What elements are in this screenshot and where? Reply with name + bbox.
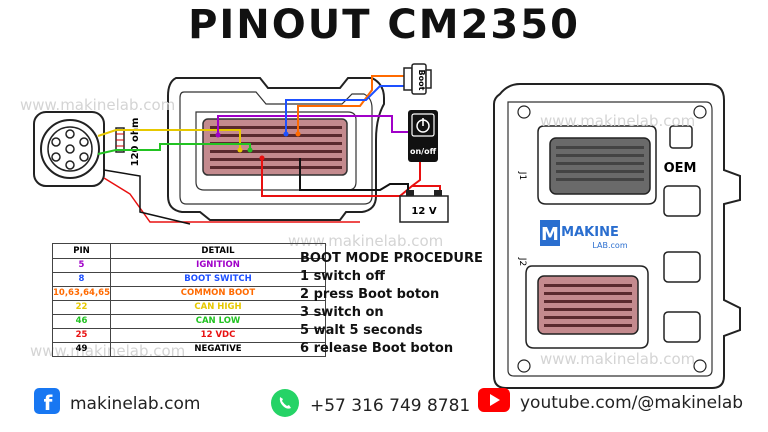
onoff-label: on/off: [410, 147, 437, 156]
table-cell-pin: 46: [51, 314, 112, 329]
table-row: 46 CAN LOW: [51, 314, 327, 329]
table-header-row: PIN DETAIL: [51, 243, 327, 259]
wire-can-low: [97, 143, 251, 155]
page-title: PINOUT CM2350: [188, 2, 580, 48]
table-cell-detail: IGNITION: [110, 258, 327, 273]
procedure-step: 3 switch on: [300, 305, 384, 320]
ecu-housing-left: [167, 77, 385, 221]
procedure-step: 5 walt 5 seconds: [300, 323, 423, 338]
logo-sub: LAB.com: [592, 241, 627, 250]
youtube-icon: [478, 388, 510, 417]
battery-label: 12 V: [411, 206, 436, 217]
table-row: 10,63,64,65 COMMON BOOT: [51, 286, 327, 301]
table-cell-pin: 22: [51, 300, 112, 315]
footer-phone[interactable]: +57 316 749 8781: [270, 388, 470, 423]
youtube-link[interactable]: youtube.com/@makinelab: [520, 392, 744, 413]
table-cell-pin: 8: [51, 272, 112, 287]
svg-text:f: f: [44, 391, 53, 414]
watermark: www.makinelab.com: [20, 96, 176, 114]
j2-label: J2: [517, 257, 527, 266]
power-switch[interactable]: [408, 110, 438, 162]
watermark: www.makinelab.com: [288, 232, 444, 250]
table-row: 49 NEGATIVE: [51, 342, 327, 357]
table-cell-detail: 12 VDC: [110, 328, 327, 343]
svg-text:M: M: [541, 224, 559, 245]
resistor-label: 120 ohm: [130, 118, 141, 167]
table-cell-detail: CAN HIGH: [110, 300, 327, 315]
ecu-housing-right: [493, 83, 741, 389]
procedure-step: 6 release Boot boton: [300, 341, 454, 356]
website-link[interactable]: makinelab.com: [70, 393, 201, 414]
table-cell-pin: 5: [51, 258, 112, 273]
logo-text: MAKINE: [561, 225, 619, 240]
procedure-heading: BOOT MODE PROCEDURE: [300, 251, 483, 266]
boot-label: Boot: [417, 70, 426, 91]
wire-black-loop: [103, 169, 191, 225]
wire-can-high: [97, 129, 241, 150]
procedure-step: 1 switch off: [300, 269, 385, 284]
phone-link[interactable]: +57 316 749 8781: [310, 395, 471, 416]
table-row: 8 BOOT SWITCH: [51, 272, 327, 287]
j1-label: J1: [517, 171, 527, 180]
table-row: 25 12 VDC: [51, 328, 327, 343]
watermark: www.makinelab.com: [540, 350, 696, 368]
pin-table: PIN DETAIL 5 IGNITION 8 BOOT SWITCH 10,6…: [51, 243, 327, 357]
facebook-icon: f: [34, 388, 60, 419]
footer-youtube[interactable]: youtube.com/@makinelab: [478, 388, 743, 417]
boot-button[interactable]: [403, 63, 432, 95]
table-cell-detail: BOOT SWITCH: [110, 272, 327, 287]
boot-procedure: BOOT MODE PROCEDURE 1 switch off 2 press…: [300, 250, 483, 358]
ecu-connector-j2: [537, 275, 639, 335]
wire-boot-switch: [285, 85, 404, 134]
table-cell-detail: COMMON BOOT: [110, 286, 327, 301]
procedure-step: 2 press Boot boton: [300, 287, 440, 302]
footer-website[interactable]: f makinelab.com: [34, 388, 200, 419]
oem-label: OEM: [664, 161, 697, 176]
table-cell-pin: 49: [51, 342, 112, 357]
table-row: 22 CAN HIGH: [51, 300, 327, 315]
table-header-detail: DETAIL: [110, 243, 327, 259]
wire-red-loop: [103, 177, 360, 223]
table-row: 5 IGNITION: [51, 258, 327, 273]
wire-common-boot: [297, 75, 404, 134]
table-cell-detail: NEGATIVE: [110, 342, 327, 357]
makinelab-logo: M: [540, 220, 560, 246]
wire-negative: [299, 158, 409, 196]
wire-12vdc-switch: [411, 162, 421, 187]
table-cell-detail: CAN LOW: [110, 314, 327, 329]
watermark: www.makinelab.com: [540, 112, 696, 130]
table-header-pin: PIN: [51, 243, 112, 259]
battery-icon: [399, 190, 449, 223]
table-cell-pin: 25: [51, 328, 112, 343]
wire-ignition: [217, 115, 410, 135]
table-cell-pin: 10,63,64,65: [51, 286, 112, 301]
whatsapp-icon: [270, 388, 300, 423]
